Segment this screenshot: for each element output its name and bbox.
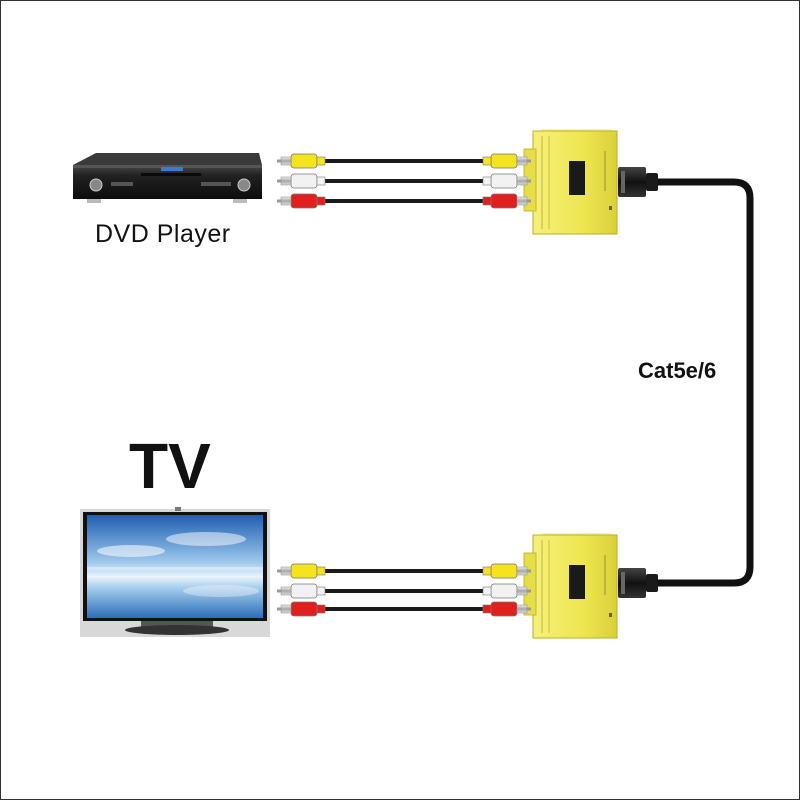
rca-plug-white: [482, 173, 531, 189]
rca-plugs-left-bottom: [277, 563, 326, 617]
television-icon: [80, 507, 270, 637]
rca-plug-red: [277, 193, 326, 209]
dvd-player-icon: [73, 153, 262, 203]
rca-cable-set-top: [311, 159, 487, 203]
tv-label: TV: [129, 430, 211, 502]
cable-label: Cat5e/6: [638, 358, 717, 383]
rca-plug-red: [482, 601, 531, 617]
rj45-connector-icon: [618, 167, 658, 197]
rca-plug-white: [277, 583, 326, 599]
rca-plug-white: [482, 583, 531, 599]
rca-plug-yellow: [482, 153, 531, 169]
cat5-cable: [656, 178, 754, 587]
rca-plug-yellow: [277, 563, 326, 579]
rj45-connector-icon: [618, 568, 658, 598]
dvd-player-label: DVD Player: [95, 220, 231, 248]
rca-plug-white: [277, 173, 326, 189]
rca-plug-red: [482, 193, 531, 209]
av-balun-receiver-icon: [523, 533, 618, 639]
rca-plug-yellow: [277, 153, 326, 169]
rca-cable-set-bottom: [311, 569, 487, 611]
av-balun-transmitter-icon: [523, 129, 618, 235]
rca-plugs-right-bottom: [482, 563, 531, 617]
rca-plugs-left-top: [277, 153, 326, 209]
rca-plug-yellow: [482, 563, 531, 579]
rca-plug-red: [277, 601, 326, 617]
rca-plugs-right-top: [482, 153, 531, 209]
